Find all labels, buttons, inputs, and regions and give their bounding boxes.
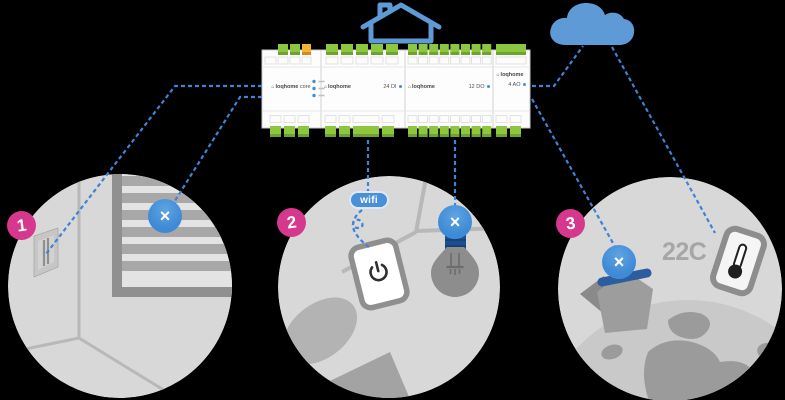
step-number: 2 <box>285 211 298 233</box>
step-number: 1 <box>15 214 28 236</box>
module-section-12do-label: ⌂loqhome 12 DO <box>408 84 490 91</box>
x-icon: × <box>449 212 461 232</box>
brand-logo-icon: ⌂ <box>271 84 275 90</box>
temperature-reading: 22C <box>662 238 707 266</box>
step-badge-1: 1 <box>7 211 36 240</box>
brand-logo-icon: ⌂ <box>324 84 328 90</box>
module-section-core-label: ⌂loqhome core <box>264 84 318 91</box>
module-core-suffix: core <box>299 84 311 90</box>
terminal-blocks <box>270 44 526 137</box>
smart-home-pictogram <box>580 268 653 333</box>
line-to-home-marker <box>531 98 619 253</box>
io-indicator-dot <box>522 82 526 87</box>
cloud-icon <box>550 3 635 45</box>
io-label: 12 DO <box>468 84 485 90</box>
line-to-cloud <box>532 45 584 88</box>
line-to-blinds-marker <box>165 95 262 216</box>
step-circle-blinds <box>8 174 232 398</box>
connection-lines <box>45 45 716 255</box>
step-badge-2: 2 <box>277 208 306 237</box>
io-indicator-dot <box>486 84 490 89</box>
controller-module <box>261 44 531 137</box>
brand-logo-icon: ⌂ <box>408 84 412 90</box>
step-badge-3: 3 <box>556 209 585 238</box>
thermostat-device <box>706 222 771 300</box>
brand-text: loqhome <box>328 84 351 90</box>
wifi-label: wifi <box>349 191 389 209</box>
power-icon <box>369 261 388 282</box>
wifi-text: wifi <box>360 194 378 206</box>
thermometer-icon <box>728 243 748 279</box>
status-led-stack <box>312 79 325 98</box>
module-section-24di-label: ⌂loqhome 24 DI <box>324 84 402 91</box>
terminal-label-strips <box>264 56 527 123</box>
connection-marker-blinds: × <box>148 199 182 233</box>
x-icon: × <box>613 252 625 272</box>
line-cloud-to-thermometer <box>611 46 716 234</box>
brand-text: loqhome <box>412 84 435 90</box>
step-number: 3 <box>564 212 577 234</box>
line-wifi-squiggle <box>351 209 370 248</box>
house-outline-icon <box>360 2 442 44</box>
io-label: 24 DI <box>383 84 397 90</box>
step-circle-phone <box>278 176 500 398</box>
io-label: 4 AO <box>508 82 521 88</box>
window-blinds-icon <box>112 174 232 297</box>
line-to-switch <box>45 84 262 255</box>
smartphone-icon <box>348 237 410 311</box>
arm-shape <box>278 297 500 398</box>
connection-marker-bulb: × <box>438 205 472 239</box>
io-indicator-dot <box>398 84 402 89</box>
brand-text: loqhome <box>500 72 524 78</box>
brand-logo-icon: ⌂ <box>496 72 500 78</box>
x-icon: × <box>159 206 171 226</box>
module-section-4ao-label: ⌂loqhome 4 AO <box>492 72 528 89</box>
brand-text: loqhome <box>275 84 299 90</box>
connection-marker-home: × <box>602 245 636 279</box>
